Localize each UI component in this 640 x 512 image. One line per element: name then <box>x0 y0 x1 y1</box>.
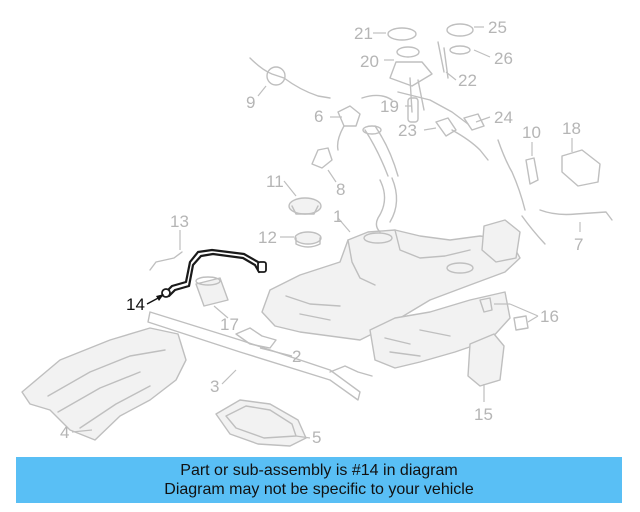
callout-17: 17 <box>220 315 239 334</box>
fuel-tank <box>261 125 521 369</box>
callout-4: 4 <box>60 423 69 442</box>
callout-18: 18 <box>562 119 581 138</box>
fuel-sender-assembly <box>361 23 489 161</box>
callout-2: 2 <box>292 347 301 366</box>
callout-26: 26 <box>494 49 513 68</box>
brackets <box>467 297 529 387</box>
heat-shield <box>21 327 187 441</box>
callout-25: 25 <box>488 18 507 37</box>
callout-3: 3 <box>210 377 219 396</box>
callout-8: 8 <box>336 180 345 199</box>
fuel-line-part-14[interactable] <box>161 248 267 298</box>
banner-line-2: Diagram may not be specific to your vehi… <box>164 481 474 498</box>
callout-20: 20 <box>360 52 379 71</box>
callout-19: 19 <box>380 97 399 116</box>
callout-23: 23 <box>398 121 417 140</box>
hoses-and-valves <box>249 57 613 245</box>
callout-10: 10 <box>522 123 541 142</box>
leader-lines <box>71 26 581 439</box>
callout-7: 7 <box>574 235 583 254</box>
sensor-parts <box>311 105 361 169</box>
callout-9: 9 <box>246 93 255 112</box>
callout-numbers: 1 2 3 4 5 6 7 8 9 10 11 12 13 14 15 16 1… <box>60 18 583 447</box>
callout-6: 6 <box>314 107 323 126</box>
callout-11: 11 <box>266 172 284 191</box>
banner-line-1: Part or sub-assembly is #14 in diagram <box>180 462 458 479</box>
pump-and-filter <box>195 197 322 307</box>
callout-1: 1 <box>333 207 342 226</box>
hose-part-13 <box>149 251 183 271</box>
callout-24: 24 <box>494 108 513 127</box>
callout-22: 22 <box>458 71 477 90</box>
callout-21: 21 <box>354 24 373 43</box>
callout-15: 15 <box>474 405 493 424</box>
callout-14: 14 <box>126 295 145 314</box>
callout-5: 5 <box>312 428 321 447</box>
callout-12: 12 <box>258 228 277 247</box>
callout-16: 16 <box>540 307 559 326</box>
access-cover <box>215 399 307 447</box>
callout-13: 13 <box>170 212 189 231</box>
info-banner: Part or sub-assembly is #14 in diagram D… <box>16 457 622 503</box>
